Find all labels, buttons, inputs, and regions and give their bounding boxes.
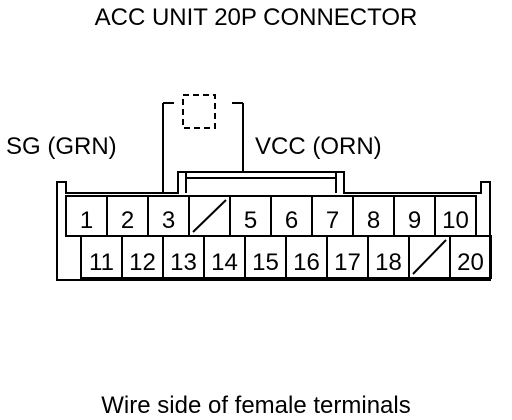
meter-box [182,94,216,129]
terminal-number: 15 [252,249,279,276]
terminal-12: 12 [121,235,164,279]
footer-caption: Wire side of female terminals [101,392,410,419]
terminal-19 [408,235,451,279]
terminal-number: 13 [170,249,197,276]
terminal-6: 6 [270,195,313,237]
terminal-7: 7 [311,195,354,237]
terminal-number: 14 [211,249,238,276]
terminal-1: 1 [65,195,108,237]
terminal-number: 2 [121,207,134,234]
probe-wires [162,103,244,193]
diagram-title: ACC UNIT 20P CONNECTOR [95,4,418,31]
terminal-number: 3 [162,207,175,234]
terminal-18: 18 [367,235,410,279]
terminal-16: 16 [285,235,328,279]
terminal-number: 7 [326,207,339,234]
terminal-number: 5 [244,207,257,234]
terminal-11: 11 [80,235,123,279]
vcc-label: VCC (ORN) [255,133,382,160]
terminal-5: 5 [229,195,272,237]
terminal-3: 3 [147,195,190,237]
terminal-number: 16 [293,249,320,276]
terminal-number: 8 [367,207,380,234]
terminal-8: 8 [352,195,395,237]
terminal-4 [188,195,231,237]
terminal-15: 15 [244,235,287,279]
terminal-20: 20 [449,235,492,279]
terminal-number: 20 [457,249,484,276]
terminal-number: 9 [408,207,421,234]
terminal-number: 6 [285,207,298,234]
terminal-17: 17 [326,235,369,279]
empty-cavity-slash [412,239,447,275]
terminal-cell [449,235,492,279]
terminal-number: 17 [334,249,361,276]
terminal-row-top: 1 2 3 5 6 7 8 9 10 [65,195,477,237]
meter-symbol [163,94,243,129]
terminal-number: 1 [80,207,93,234]
terminal-number: 12 [129,249,156,276]
terminal-2: 2 [106,195,149,237]
empty-cavity-slash [192,199,227,233]
terminal-10: 10 [434,195,477,237]
terminal-14: 14 [203,235,246,279]
terminal-number: 18 [375,249,402,276]
sg-label: SG (GRN) [6,133,117,160]
connector-lock-tab [185,172,337,193]
terminal-13: 13 [162,235,205,279]
terminal-row-bottom: 11 12 13 14 15 16 17 18 20 [80,235,492,279]
terminal-number: 11 [89,249,114,276]
terminal-9: 9 [393,195,436,237]
connector-housing [56,171,491,281]
terminal-number: 10 [442,207,469,234]
